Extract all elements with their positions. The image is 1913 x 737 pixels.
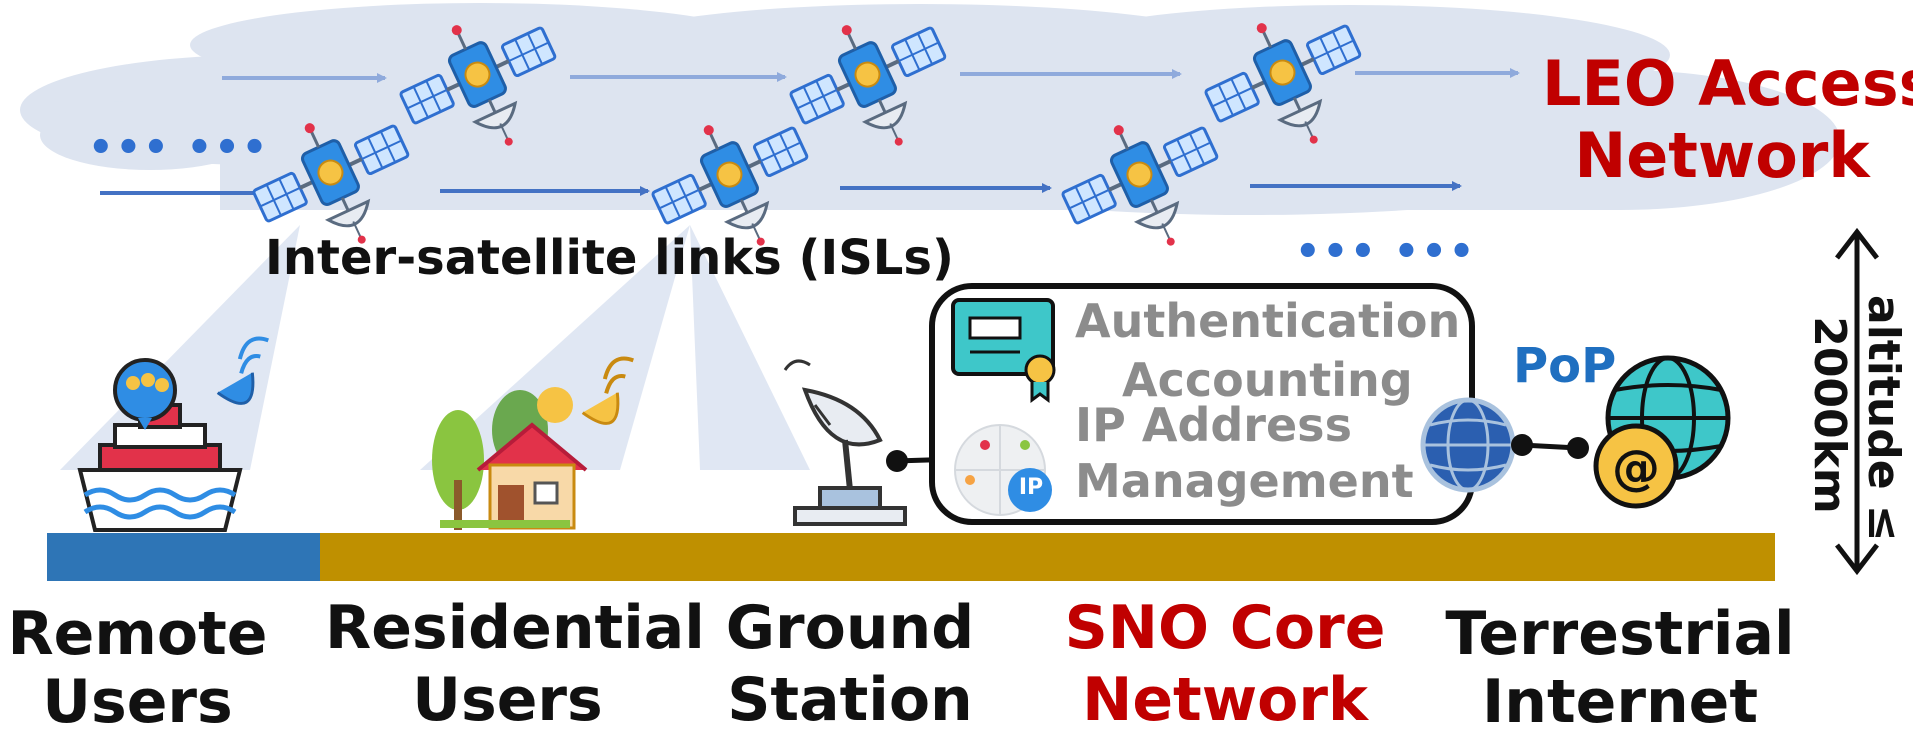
ip-badge-label: IP — [1018, 475, 1044, 500]
coverage-beams — [60, 225, 810, 470]
func-management: Management — [1075, 454, 1414, 508]
remote-line2: Users — [42, 667, 233, 737]
terrestrial-line2: Internet — [1481, 667, 1759, 737]
label-sno-core: SNO Core Network — [1045, 592, 1405, 736]
altitude-label: altitude ≤ 2000km — [1800, 295, 1910, 542]
func-accounting: Accounting — [1122, 353, 1413, 407]
label-residential-users: Residential Users — [325, 592, 705, 736]
sno-line1: SNO Core — [1064, 593, 1386, 663]
ground-station-dish-icon — [783, 359, 907, 526]
func-ip-address: IP Address — [1075, 398, 1352, 452]
altitude-line2: 2000km — [1804, 316, 1855, 514]
satellite-dish-icon — [581, 356, 634, 425]
ground-line2: Station — [727, 665, 973, 735]
svg-text:@: @ — [1612, 440, 1660, 496]
sno-line2: Network — [1082, 665, 1368, 735]
world-globe-icon — [1420, 397, 1516, 493]
isl-arrows-upper — [222, 68, 1520, 83]
certificate-icon — [951, 298, 1056, 403]
dots-right: ••• ••• — [1295, 229, 1477, 275]
dots-left: ••• ••• — [88, 125, 270, 171]
pop-label: PoP — [1513, 338, 1617, 394]
satellite-dish-icon — [216, 336, 269, 405]
cruise-ship-icon — [77, 358, 243, 532]
leo-network-title: LEO Access Network — [1542, 47, 1913, 192]
house-icon — [432, 387, 588, 530]
label-remote-users: Remote Users — [0, 600, 275, 736]
ip-globe-icon — [954, 424, 1052, 516]
email-globe-icon: @ — [1593, 355, 1731, 509]
land-strip — [320, 533, 1775, 581]
altitude-arrow — [1835, 227, 1879, 576]
isl-label: Inter-satellite links (ISLs) — [265, 230, 954, 286]
isl-arrows-lower — [100, 181, 1462, 198]
func-authentication: Authentication — [1075, 294, 1461, 348]
residential-line2: Users — [412, 665, 603, 735]
ocean-strip — [47, 533, 320, 581]
label-ground-station: Ground Station — [720, 592, 980, 736]
terrestrial-line1: Terrestrial — [1445, 599, 1795, 669]
leo-title-line1: LEO Access — [1542, 47, 1913, 120]
remote-line1: Remote — [7, 599, 268, 669]
altitude-line1: altitude ≤ — [1858, 295, 1909, 542]
residential-line1: Residential — [325, 593, 705, 663]
ground-line1: Ground — [725, 593, 975, 663]
leo-title-line2: Network — [1574, 119, 1870, 192]
label-terrestrial-internet: Terrestrial Internet — [1440, 600, 1800, 736]
connector-pop-internet — [1511, 434, 1589, 459]
